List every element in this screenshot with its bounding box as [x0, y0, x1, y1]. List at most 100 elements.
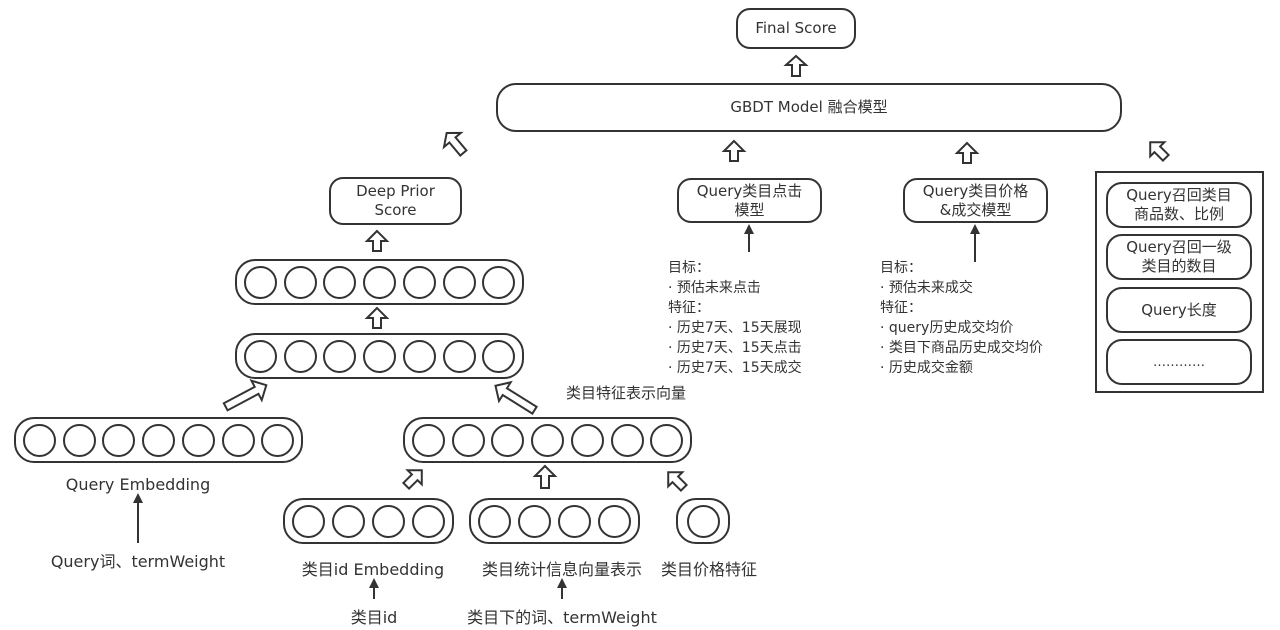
- neuron-node: [102, 423, 136, 457]
- price-model-line1: Query类目价格: [922, 181, 1029, 200]
- hollow-arrow-icon: [364, 306, 390, 329]
- price-feature-line: 特征：: [880, 300, 922, 316]
- neuron-node: [22, 423, 56, 457]
- hollow-arrow-icon: [222, 378, 268, 412]
- click-model-line1: Query类目点击: [696, 181, 803, 200]
- neuron-node: [610, 423, 644, 457]
- hollow-arrow-icon: [954, 141, 980, 164]
- neuron-node: [442, 339, 476, 373]
- query-feature-length: Query长度: [1106, 287, 1252, 333]
- hollow-arrow-icon: [494, 380, 539, 415]
- neuron-node: [332, 504, 365, 538]
- neuron-node: [363, 339, 396, 373]
- neuron-node: [243, 265, 277, 299]
- neuron-node: [411, 423, 445, 457]
- final-score-box: Final Score: [736, 8, 856, 49]
- neuron-node: [570, 423, 604, 457]
- neuron-node: [531, 423, 564, 457]
- price-model-text: Query类目价格&成交模型: [923, 182, 1029, 220]
- neuron-node: [292, 504, 325, 538]
- category-id-embedding-label: 类目id Embedding: [301, 560, 445, 579]
- hollow-arrow-icon: [401, 469, 423, 491]
- query-feature-more-text: …………: [1153, 354, 1205, 370]
- click-feature-list: 目标： · 预估未来点击 特征： · 历史7天、15天展现 · 历史7天、15天…: [668, 258, 802, 378]
- click-feature-line: · 历史7天、15天成交: [668, 360, 802, 376]
- category-feature-vector: [403, 417, 692, 463]
- category-id-embedding-vector: [283, 498, 454, 544]
- click-feature-line: · 历史7天、15天点击: [668, 340, 802, 356]
- neuron-node: [372, 504, 405, 538]
- query-feature-first-level-text: Query召回一级类目的数目: [1126, 238, 1232, 276]
- click-feature-line: · 预估未来点击: [668, 280, 761, 296]
- neuron-node: [482, 339, 516, 373]
- query-feature-line1: Query召回一级: [1126, 238, 1232, 256]
- neuron-node: [323, 265, 357, 299]
- neuron-node: [243, 339, 277, 373]
- neuron-node: [686, 504, 720, 538]
- hollow-arrow-icon: [364, 229, 390, 252]
- neuron-node: [283, 265, 317, 299]
- neuron-node: [181, 423, 215, 457]
- hollow-arrow-icon: [667, 471, 689, 493]
- hollow-arrow-icon: [442, 131, 468, 157]
- query-feature-length-text: Query长度: [1141, 300, 1217, 319]
- click-feature-line: 特征：: [668, 300, 710, 316]
- price-model-line2: &成交模型: [939, 200, 1012, 219]
- neuron-node: [598, 504, 631, 538]
- top-hidden-layer: [235, 259, 524, 305]
- query-feature-recall-category-text: Query召回类目商品数、比例: [1126, 186, 1232, 224]
- query-feature-line1: Query召回类目: [1126, 186, 1232, 204]
- neuron-node: [402, 339, 436, 373]
- category-words-label: 类目下的词、termWeight: [467, 608, 657, 627]
- neuron-node: [478, 504, 511, 538]
- neuron-node: [412, 504, 445, 538]
- category-stat-vector: [469, 498, 640, 544]
- neuron-node: [650, 423, 684, 457]
- gbdt-model-label: GBDT Model 融合模型: [730, 98, 888, 116]
- neuron-node: [261, 423, 295, 457]
- neuron-node: [491, 423, 525, 457]
- hollow-arrow-icon: [721, 139, 747, 162]
- category-stat-vector-label: 类目统计信息向量表示: [481, 560, 643, 579]
- query-input-label: Query词、termWeight: [50, 552, 226, 571]
- query-feature-recall-category: Query召回类目商品数、比例: [1106, 182, 1252, 228]
- hollow-arrow-icon: [1149, 141, 1171, 163]
- gbdt-model-box: GBDT Model 融合模型: [496, 83, 1122, 132]
- hollow-arrow-icon: [532, 464, 558, 489]
- query-embedding-label: Query Embedding: [65, 475, 211, 494]
- click-feature-line: · 历史7天、15天展现: [668, 320, 802, 336]
- deep-prior-line2: Score: [374, 201, 417, 219]
- price-feature-line: · 类目下商品历史成交均价: [880, 340, 1043, 356]
- hollow-arrow-icon: [783, 54, 809, 77]
- neuron-node: [442, 265, 476, 299]
- click-model-text: Query类目点击模型: [697, 182, 803, 220]
- neuron-node: [482, 265, 516, 299]
- neuron-node: [62, 423, 96, 457]
- category-price-vector: [676, 498, 730, 544]
- price-feature-line: 目标：: [880, 260, 922, 276]
- category-id-label: 类目id: [350, 608, 398, 627]
- final-score-label: Final Score: [755, 19, 837, 37]
- click-feature-line: 目标：: [668, 260, 710, 276]
- neuron-node: [142, 423, 175, 457]
- query-feature-line2: 商品数、比例: [1133, 205, 1224, 223]
- neuron-node: [323, 339, 357, 373]
- price-feature-line: · query历史成交均价: [880, 320, 1014, 336]
- neuron-node: [363, 265, 396, 299]
- click-model-box: Query类目点击模型: [677, 178, 822, 223]
- price-feature-line: · 预估未来成交: [880, 280, 973, 296]
- neuron-node: [221, 423, 255, 457]
- deep-prior-line1: Deep Prior: [356, 182, 435, 200]
- concat-layer: [235, 333, 524, 379]
- neuron-node: [518, 504, 551, 538]
- price-feature-list: 目标： · 预估未来成交 特征： · query历史成交均价 · 类目下商品历史…: [880, 258, 1043, 378]
- query-feature-line2: 类目的数目: [1141, 257, 1217, 275]
- click-model-line2: 模型: [734, 200, 765, 219]
- query-embedding-vector: [14, 417, 303, 463]
- neuron-node: [558, 504, 591, 538]
- neuron-node: [402, 265, 436, 299]
- category-vector-label: 类目特征表示向量: [566, 384, 687, 402]
